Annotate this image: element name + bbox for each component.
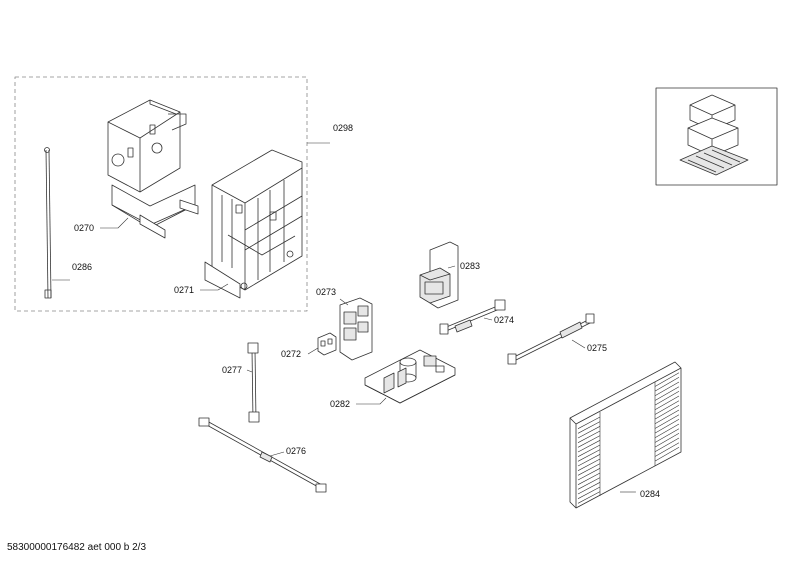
part-0283-transformer — [419, 241, 459, 309]
overview-inset-box — [655, 87, 778, 186]
callout-0277: 0277 — [222, 365, 243, 375]
callout-0275: 0275 — [587, 343, 608, 353]
callout-0271: 0271 — [174, 285, 195, 295]
callout-0273: 0273 — [316, 287, 337, 297]
document-footer: 58300000176482 aet 000 b 2/3 — [7, 542, 147, 553]
part-0282-power-board — [364, 349, 456, 404]
part-0274-cable — [439, 299, 506, 335]
part-0270-bracket — [107, 99, 199, 239]
part-0284-panel — [569, 361, 682, 509]
part-0271-frame — [204, 149, 303, 299]
callout-0298: 0298 — [333, 123, 354, 133]
assembly-group-box-0298 — [14, 76, 308, 312]
callout-0270: 0270 — [74, 223, 95, 233]
callout-0283: 0283 — [460, 261, 481, 271]
part-0286-rod — [44, 147, 52, 299]
callout-0284: 0284 — [640, 489, 661, 499]
overview-inset-drawing — [679, 94, 749, 176]
callout-0282: 0282 — [330, 399, 351, 409]
part-0277-cable — [247, 342, 260, 423]
callout-0276: 0276 — [286, 446, 307, 456]
part-0273-relay-board — [339, 297, 373, 361]
callout-0274: 0274 — [494, 315, 515, 325]
callout-0286: 0286 — [72, 262, 93, 272]
part-0276-cable — [198, 417, 327, 493]
callout-0272: 0272 — [281, 349, 302, 359]
leader-lines — [52, 142, 636, 493]
part-0275-cable — [507, 313, 595, 365]
part-0272-connector — [317, 332, 337, 356]
